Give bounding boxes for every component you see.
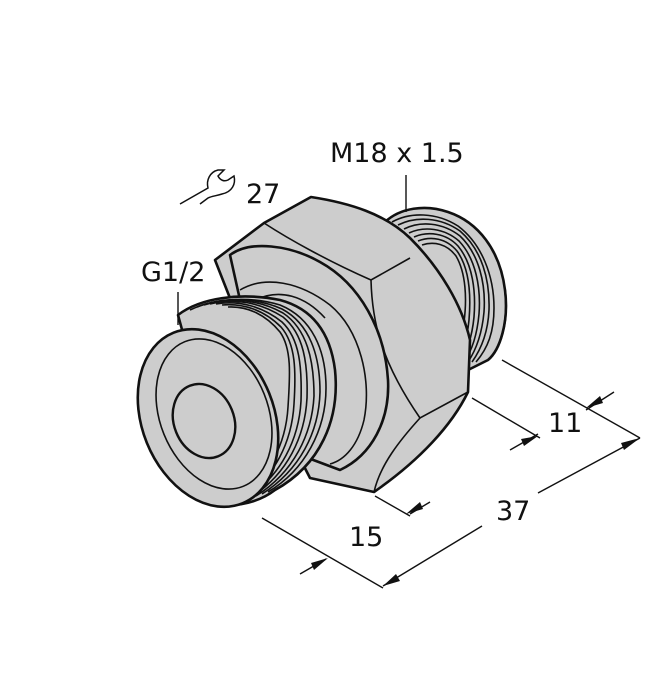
thread-label-m18: M18 x 1.5 — [330, 138, 464, 169]
left-thread — [136, 295, 338, 509]
thread-label-g12: G1/2 — [141, 257, 205, 288]
dimension-37: 37 — [496, 496, 530, 527]
wrench-icon — [179, 169, 236, 205]
dimension-15: 15 — [349, 522, 383, 553]
dimension-11: 11 — [548, 408, 582, 439]
wrench-size-label: 27 — [246, 179, 280, 210]
